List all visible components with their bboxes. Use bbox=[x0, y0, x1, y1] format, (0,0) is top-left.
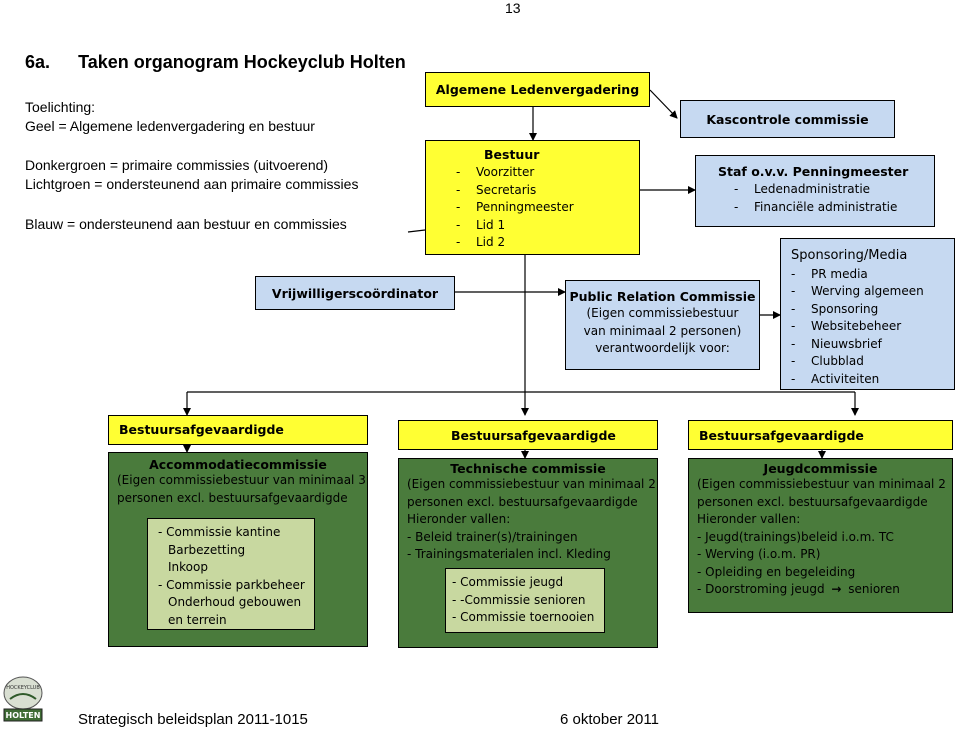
sponsoring-box: Sponsoring/Media -PR media -Werving alge… bbox=[780, 238, 955, 390]
bestuur-item: -Secretaris bbox=[456, 182, 537, 197]
legend-blue: Blauw = ondersteunend aan bestuur en com… bbox=[25, 216, 347, 232]
vrijwilligers-label: Vrijwilligerscoördinator bbox=[271, 285, 439, 301]
bestuur-box: Bestuur -Voorzitter -Secretaris -Penning… bbox=[425, 140, 640, 255]
bestuur-title: Bestuur bbox=[484, 147, 540, 162]
sponsoring-title: Sponsoring/Media bbox=[791, 248, 908, 263]
accommodatie-sub-line: Inkoop bbox=[168, 560, 208, 574]
accommodatie-sub-box: - Commissie kantine Barbezetting Inkoop … bbox=[147, 518, 315, 630]
legend-light-green: Lichtgroen = ondersteunend aan primaire … bbox=[25, 176, 359, 192]
accommodatie-title: Accommodatiecommissie bbox=[149, 457, 327, 472]
pr-title: Public Relation Commissie bbox=[569, 289, 756, 304]
club-logo: HOCKEYCLUB HOLTEN bbox=[2, 675, 44, 723]
sponsoring-item: -Sponsoring bbox=[791, 301, 879, 316]
jeugd-line: - Opleiding en begeleiding bbox=[697, 564, 856, 579]
footer-left: Strategisch beleidsplan 2011-1015 bbox=[78, 711, 308, 728]
technische-line: - Trainingsmaterialen incl. Kleding bbox=[407, 547, 611, 561]
svg-text:HOLTEN: HOLTEN bbox=[6, 711, 41, 720]
accommodatie-line: (Eigen commissiebestuur van minimaal 3 bbox=[117, 473, 366, 487]
technische-line: Hieronder vallen: bbox=[407, 512, 511, 526]
staf-box: Staf o.v.v. Penningmeester -Ledenadminis… bbox=[695, 155, 935, 227]
jeugd-line: (Eigen commissiebestuur van minimaal 2 bbox=[697, 477, 946, 491]
title-number: 6a. bbox=[25, 52, 51, 72]
column-1-header: Bestuursafgevaardigde bbox=[108, 415, 368, 445]
page-number: 13 bbox=[505, 0, 521, 16]
legend-dark-green: Donkergroen = primaire commissies (uitvo… bbox=[25, 157, 329, 173]
pr-box: Public Relation Commissie (Eigen commiss… bbox=[565, 280, 760, 370]
title-text: Taken organogram Hockeyclub Holten bbox=[78, 52, 406, 72]
jeugd-title: Jeugdcommissie bbox=[763, 461, 878, 476]
page-title: 6a. Taken organogram Hockeyclub Holten bbox=[25, 52, 406, 73]
technische-sub-line: - -Commissie senioren bbox=[452, 592, 586, 607]
pr-line: verantwoordelijk voor: bbox=[595, 341, 730, 355]
sponsoring-item: -Nieuwsbrief bbox=[791, 336, 882, 351]
accommodatie-sub-line: en terrein bbox=[168, 612, 227, 627]
legend-heading: Toelichting: bbox=[25, 99, 96, 115]
pr-line: van minimaal 2 personen) bbox=[583, 323, 742, 338]
staf-item: -Financiële administratie bbox=[734, 199, 898, 214]
staf-title: Staf o.v.v. Penningmeester bbox=[718, 164, 909, 179]
jeugd-line: Hieronder vallen: bbox=[697, 512, 801, 526]
jeugd-line-last: - Doorstroming jeugd → senioren bbox=[697, 581, 952, 599]
technische-sub-box: - Commissie jeugd - -Commissie senioren … bbox=[445, 568, 605, 633]
arrow-right-icon: → bbox=[831, 582, 842, 596]
footer-right: 6 oktober 2011 bbox=[560, 711, 659, 728]
jeugd-line: - Jeugd(trainings)beleid i.o.m. TC bbox=[697, 529, 894, 544]
bestuur-item: -Voorzitter bbox=[456, 165, 535, 179]
accommodatie-sub-line: - Commissie kantine bbox=[158, 525, 281, 539]
alv-label: Algemene Ledenvergadering bbox=[435, 82, 640, 97]
technische-sub-line: - Commissie jeugd bbox=[452, 575, 564, 589]
jeugd-box: Jeugdcommissie (Eigen commissiebestuur v… bbox=[688, 458, 953, 613]
legend-yellow: Geel = Algemene ledenvergadering en best… bbox=[25, 118, 315, 134]
technische-line: personen excl. bestuursafgevaardigde bbox=[407, 494, 638, 509]
technische-title: Technische commissie bbox=[450, 461, 606, 476]
sponsoring-item: -Websitebeheer bbox=[791, 319, 902, 333]
accommodatie-sub-line: Barbezetting bbox=[168, 542, 246, 557]
accommodatie-sub-line: - Commissie parkbeheer bbox=[158, 577, 305, 592]
svg-text:HOCKEYCLUB: HOCKEYCLUB bbox=[6, 685, 40, 691]
bestuur-item: -Lid 1 bbox=[456, 217, 506, 232]
sponsoring-item: -Activiteiten bbox=[791, 371, 880, 386]
staf-item: -Ledenadministratie bbox=[734, 182, 871, 196]
pr-line: (Eigen commissiebestuur bbox=[586, 306, 739, 320]
kascontrole-label: Kascontrole commissie bbox=[706, 111, 869, 127]
sponsoring-item: -Clubblad bbox=[791, 354, 864, 368]
column-3-header: Bestuursafgevaardigde bbox=[688, 420, 953, 450]
jeugd-line: personen excl. bestuursafgevaardigde bbox=[697, 494, 928, 509]
jeugd-line: - Werving (i.o.m. PR) bbox=[697, 547, 821, 561]
alv-box: Algemene Ledenvergadering bbox=[425, 72, 650, 107]
column-2-header: Bestuursafgevaardigde bbox=[398, 420, 658, 450]
accommodatie-sub-line: Onderhoud gebouwen bbox=[168, 595, 302, 609]
bestuur-item: -Penningmeester bbox=[456, 200, 574, 214]
vrijwilligers-box: Vrijwilligerscoördinator bbox=[255, 276, 455, 310]
sponsoring-item: -PR media bbox=[791, 266, 868, 281]
hockey-logo-icon: HOCKEYCLUB HOLTEN bbox=[3, 676, 43, 722]
technische-sub-line: - Commissie toernooien bbox=[452, 610, 595, 624]
kascontrole-box: Kascontrole commissie bbox=[680, 100, 895, 138]
accommodatie-line: personen excl. bestuursafgevaardigde bbox=[117, 490, 348, 505]
sponsoring-item: -Werving algemeen bbox=[791, 284, 924, 298]
technische-line: - Beleid trainer(s)/trainingen bbox=[407, 529, 578, 544]
technische-line: (Eigen commissiebestuur van minimaal 2 bbox=[407, 477, 656, 491]
bestuur-item: -Lid 2 bbox=[456, 235, 506, 249]
